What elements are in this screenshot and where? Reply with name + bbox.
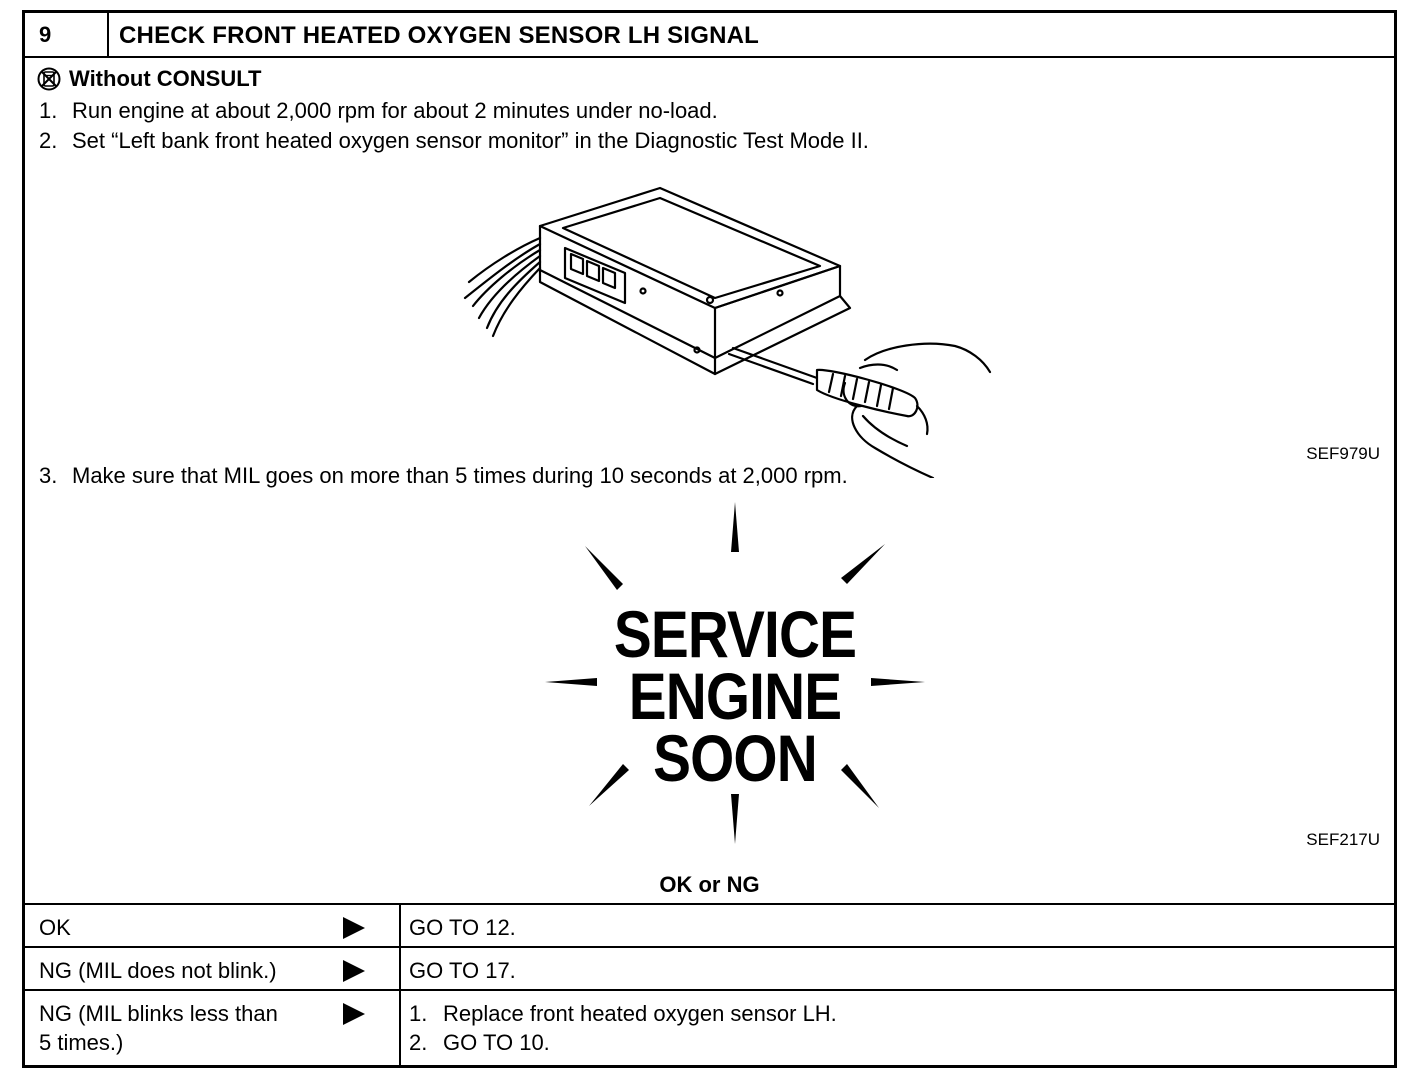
action-step-1: 1. Replace front heated oxygen sensor LH. (409, 999, 837, 1028)
instruction-1: 1. Run engine at about 2,000 rpm for abou… (39, 98, 718, 124)
step-body: Without CONSULT 1. Run engine at about 2,… (25, 58, 1394, 903)
method-heading: Without CONSULT (37, 66, 261, 92)
figure-code-ecm: SEF979U (1306, 444, 1380, 463)
step-number: 9 (25, 13, 109, 56)
step-title: CHECK FRONT HEATED OXYGEN SENSOR LH SIGN… (119, 22, 759, 49)
result-action: GO TO 12. (409, 905, 516, 942)
result-action: 1. Replace front heated oxygen sensor LH.… (409, 991, 837, 1057)
instruction-2: 2. Set “Left bank front heated oxygen sen… (39, 128, 869, 154)
condition-line: NG (MIL blinks less than (39, 1001, 278, 1026)
arrow-right-icon (343, 1003, 365, 1025)
action-step-2: 2. GO TO 10. (409, 1028, 837, 1057)
action-number: 2. (409, 1030, 428, 1055)
ecm-screwdriver-illustration (463, 186, 992, 478)
step-header: 9 CHECK FRONT HEATED OXYGEN SENSOR LH SI… (25, 13, 1394, 58)
arrow-right-icon (343, 960, 365, 982)
mil-rays (545, 502, 925, 844)
result-row-ng-blinks-less: NG (MIL blinks less than 5 times.) 1. Repl… (25, 989, 1394, 1065)
action-text: GO TO 10. (443, 1030, 550, 1055)
condition-text: OK (39, 915, 71, 940)
condition-text: NG (MIL blinks less than 5 times.) (39, 999, 329, 1057)
action-text: GO TO 17. (409, 958, 516, 983)
result-row-ok: OK GO TO 12. (25, 903, 1394, 946)
mil-lamp-illustration: SERVICE ENGINE SOON (505, 498, 965, 858)
instruction-text: Run engine at about 2,000 rpm for about … (72, 98, 718, 123)
instruction-number: 3. (39, 463, 58, 488)
result-row-ng-no-blink: NG (MIL does not blink.) GO TO 17. (25, 946, 1394, 989)
condition-line: 5 times.) (39, 1030, 124, 1055)
result-condition: NG (MIL does not blink.) (25, 948, 401, 989)
method-label: Without CONSULT (69, 66, 262, 91)
instruction-3: 3. Make sure that MIL goes on more than 5… (39, 463, 848, 489)
mil-text-line-3: SOON (653, 721, 818, 795)
instruction-text: Set “Left bank front heated oxygen senso… (72, 128, 869, 153)
condition-text: NG (MIL does not blink.) (39, 958, 277, 983)
result-condition: NG (MIL blinks less than 5 times.) (25, 991, 401, 1065)
no-consult-icon (37, 67, 61, 91)
action-text: Replace front heated oxygen sensor LH. (443, 1001, 837, 1026)
instruction-number: 1. (39, 98, 58, 123)
arrow-right-icon (343, 917, 365, 939)
result-action: GO TO 17. (409, 948, 516, 985)
figure-code-mil: SEF217U (1306, 830, 1380, 849)
action-number: 1. (409, 1001, 428, 1026)
action-text: GO TO 12. (409, 915, 516, 940)
ok-ng-question: OK or NG (659, 872, 760, 897)
mil-text-line-1: SERVICE (613, 597, 857, 671)
procedure-frame: 9 CHECK FRONT HEATED OXYGEN SENSOR LH SI… (22, 10, 1397, 1068)
instruction-number: 2. (39, 128, 58, 153)
result-condition: OK (25, 905, 401, 946)
mil-text-line-2: ENGINE (628, 659, 842, 733)
instruction-text: Make sure that MIL goes on more than 5 t… (72, 463, 848, 488)
